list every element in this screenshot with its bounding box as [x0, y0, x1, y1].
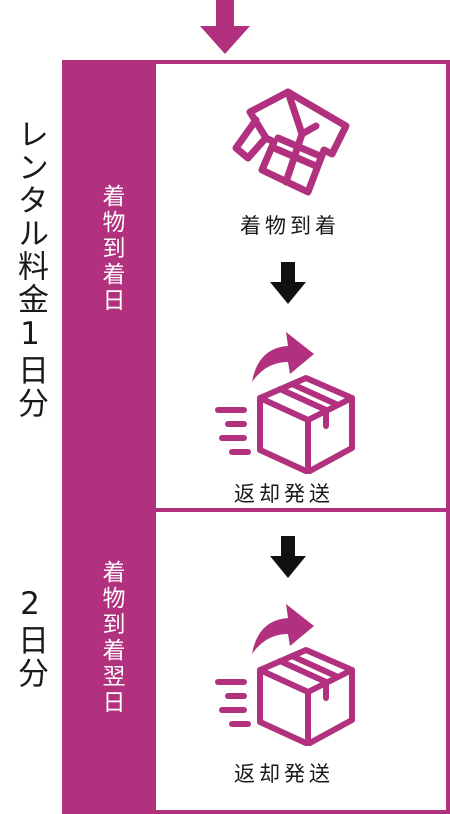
section-arrival-day-sidebar: [62, 60, 156, 512]
rental-fee-day2-label: 2日分: [12, 586, 48, 690]
top-arrow-icon: [200, 0, 250, 54]
step-kimono-arrival-caption: 着物到着: [240, 214, 340, 238]
rental-fee-day1-label: レンタル料金1日分: [12, 118, 48, 420]
down-arrow-icon: [270, 262, 306, 304]
shipping-box-icon: [215, 332, 355, 474]
section-arrival-day-label: 着物到着日: [98, 184, 124, 314]
section-next-day-label: 着物到着翌日: [98, 560, 124, 716]
step-return-ship-caption-1: 返却発送: [234, 482, 334, 506]
down-arrow-icon: [270, 536, 306, 578]
step-return-ship-caption-2: 返却発送: [234, 762, 334, 786]
section-next-day-sidebar: [62, 508, 156, 814]
kimono-icon: [232, 88, 350, 196]
shipping-box-icon: [215, 604, 355, 746]
